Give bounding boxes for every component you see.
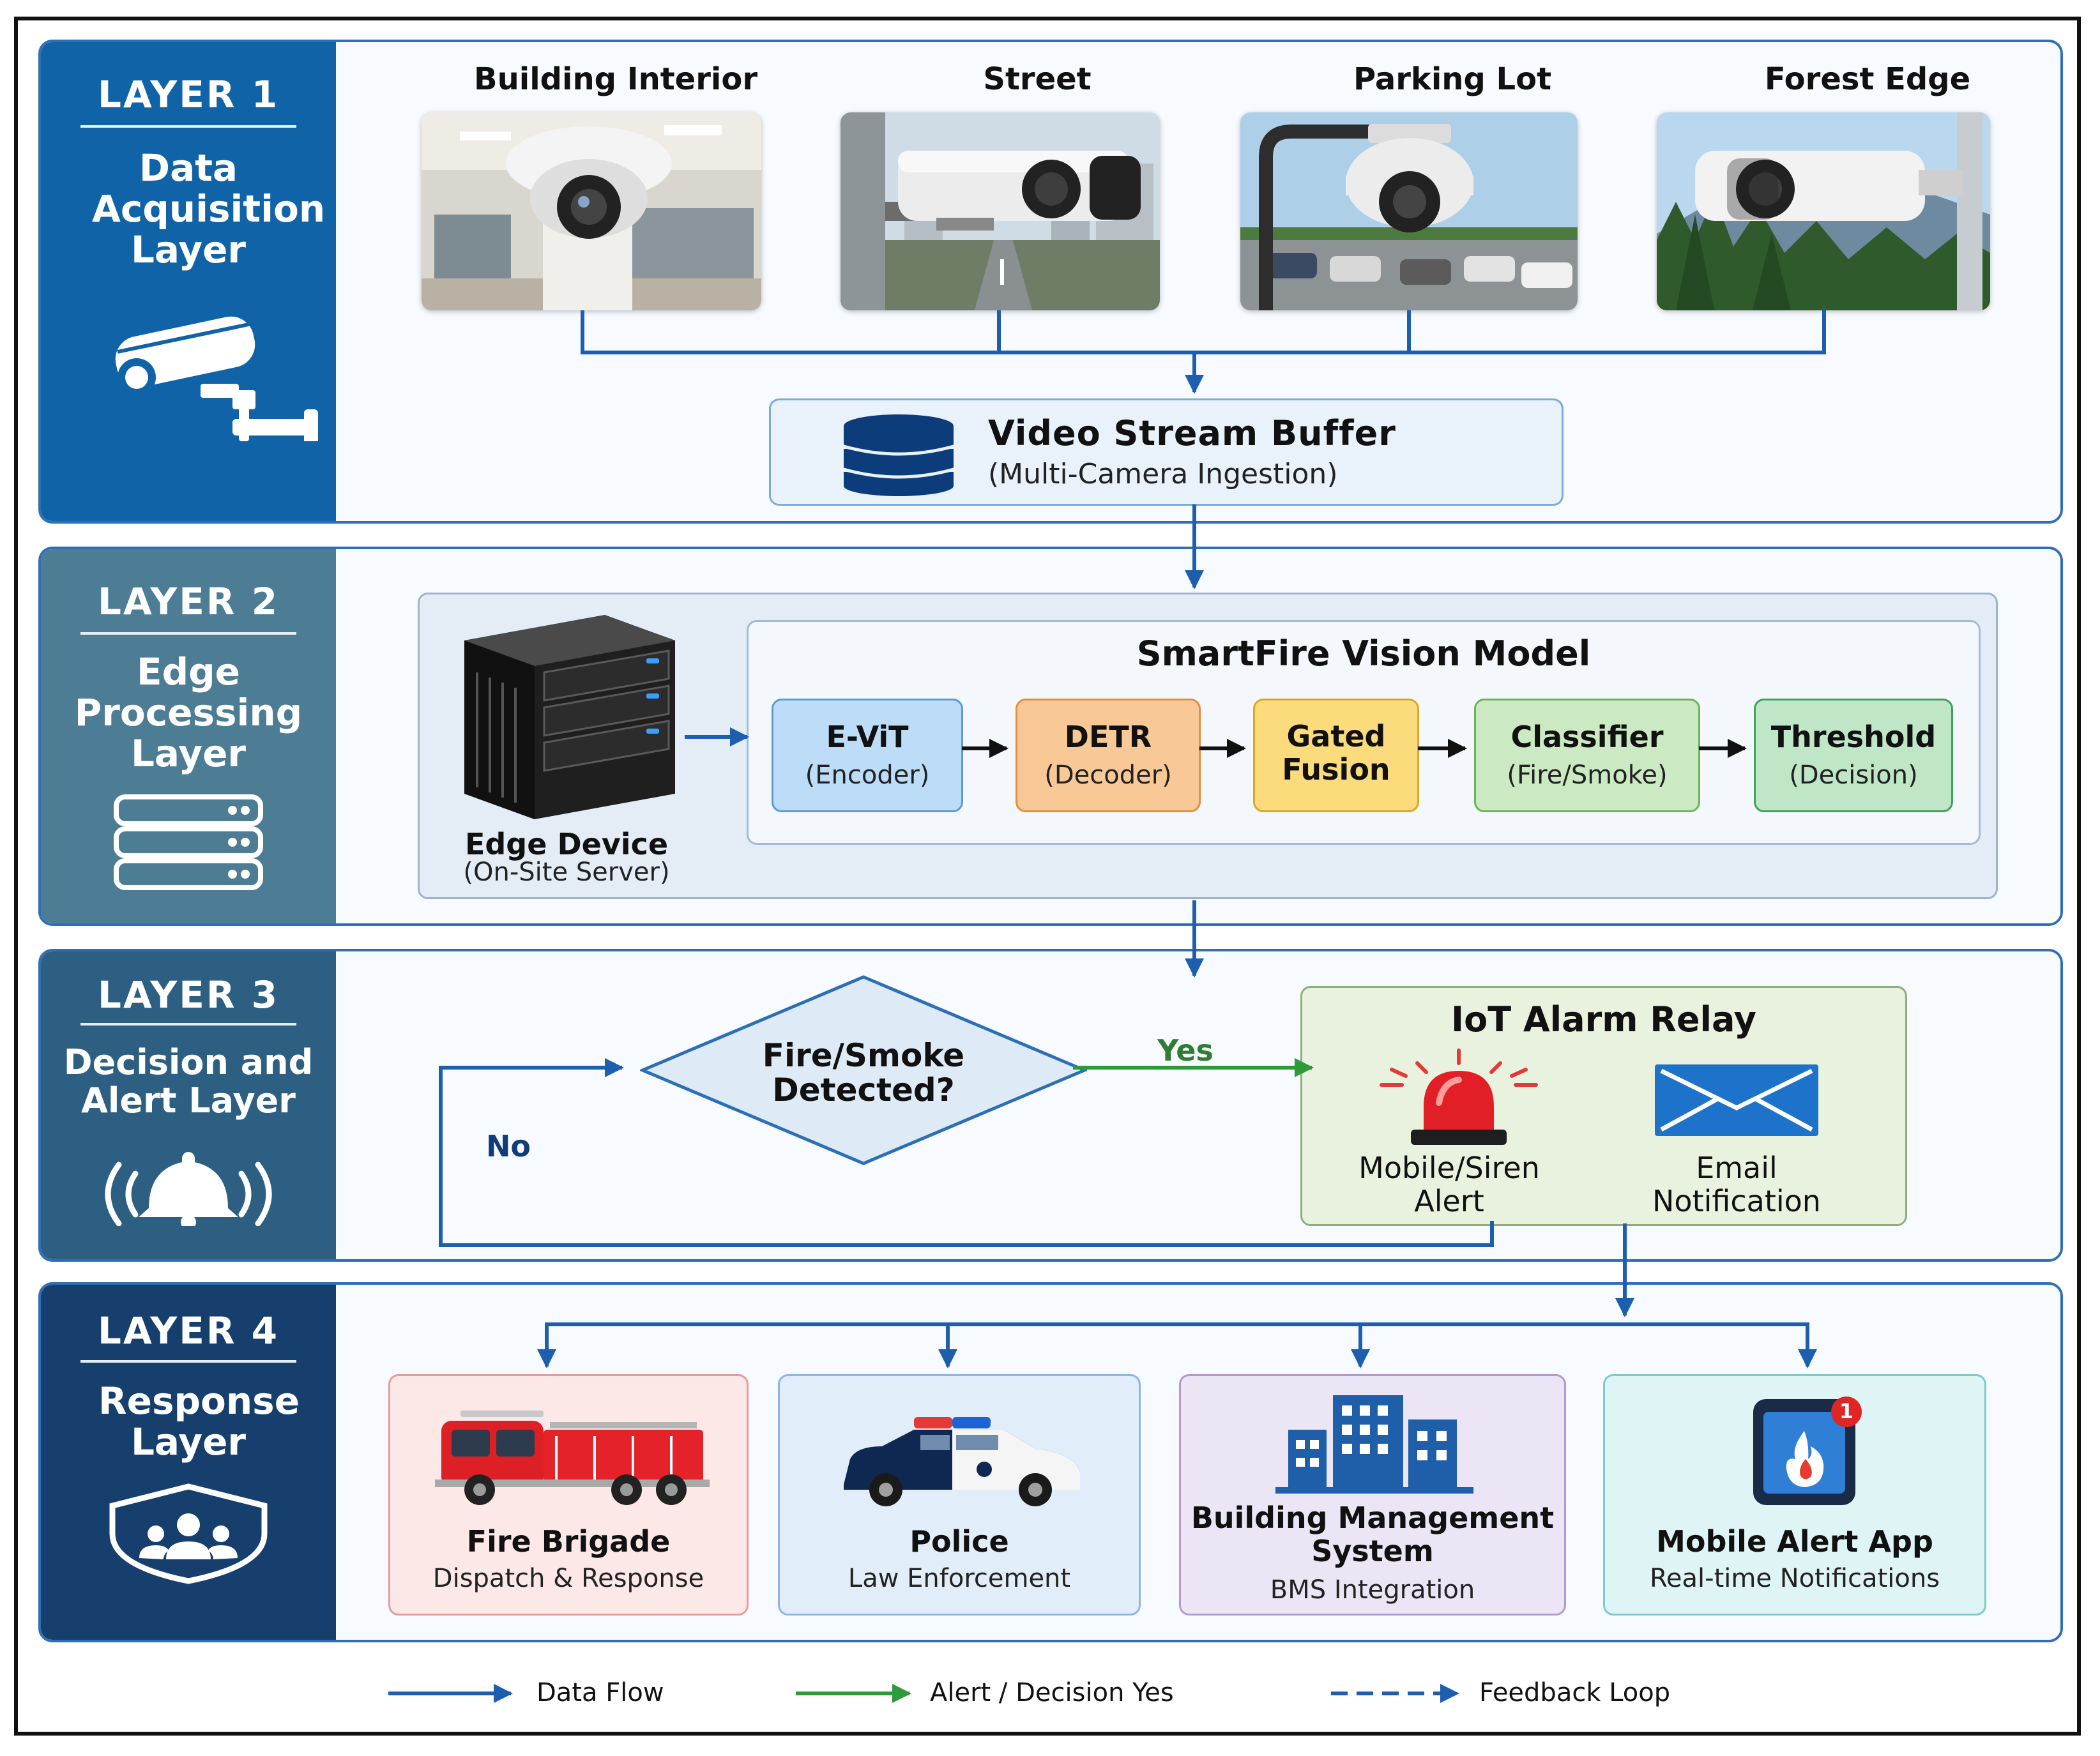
siren-icon: [1373, 1045, 1545, 1150]
camera-title-building-interior: Building Interior: [473, 61, 758, 97]
edge-device-subtitle: (On-Site Server): [463, 858, 670, 887]
responder-bms-card: Building Management System BMS Integrati…: [1179, 1374, 1566, 1616]
model-title: SmartFire Vision Model: [1136, 633, 1591, 674]
siren-alert-label-line-2: Alert: [1414, 1184, 1484, 1218]
stage-detr-title: DETR: [1064, 720, 1152, 754]
legend-data-flow-label: Data Flow: [536, 1678, 664, 1707]
siren-alert-label-line-1: Mobile/Siren: [1358, 1151, 1540, 1185]
stage-evit-title: E-ViT: [826, 720, 909, 754]
email-notification-label-line-2: Notification: [1652, 1184, 1821, 1218]
alarm-bell-icon: [41, 1143, 336, 1230]
layer-3-panel: LAYER 3 Decision and Alert Layer: [38, 949, 2063, 1262]
stage-gated-fusion-title: Gated Fusion: [1282, 719, 1390, 787]
layer-3-name: Decision and Alert Layer: [63, 1042, 314, 1121]
police-car-icon: [831, 1414, 1086, 1513]
outer-frame: [14, 17, 2081, 1736]
layer-2-sidebar: LAYER 2 Edge Processing Layer: [41, 549, 336, 923]
decision-question-line-2: Detected?: [772, 1071, 955, 1109]
bms-subtitle: BMS Integration: [1270, 1575, 1475, 1605]
building-interior-camera-image: [422, 112, 761, 310]
street-camera-image: [841, 112, 1160, 310]
stage-threshold-box: Threshold (Decision): [1754, 699, 1953, 812]
iot-alarm-relay-box: IoT Alarm Relay: [1300, 986, 1907, 1226]
layer-1-label: LAYER 1: [97, 73, 280, 116]
stage-detr-subtitle: (Decoder): [1044, 761, 1172, 790]
layer-1-name: Data Acquisition Layer: [92, 146, 326, 271]
bms-title: Building Management System: [1191, 1501, 1555, 1568]
fire-brigade-subtitle: Dispatch & Response: [432, 1564, 704, 1593]
email-envelope-icon: [1654, 1063, 1820, 1140]
layer-3-divider: [80, 1023, 296, 1026]
layer-4-sidebar: LAYER 4 Response Layer: [41, 1285, 336, 1640]
fire-truck-icon: [435, 1411, 710, 1509]
forest-edge-camera-image: [1657, 112, 1990, 310]
iot-title: IoT Alarm Relay: [1451, 999, 1756, 1040]
email-notification-label-line-1: Email: [1696, 1151, 1777, 1185]
stage-gated-fusion-box: Gated Fusion: [1253, 699, 1419, 812]
camera-title-street: Street: [983, 61, 1092, 97]
buffer-subtitle: (Multi-Camera Ingestion): [988, 458, 1338, 490]
stage-evit-box: E-ViT (Encoder): [772, 699, 963, 812]
parking-lot-camera-image: [1240, 112, 1578, 310]
decision-question-line-1: Fire/Smoke: [762, 1037, 965, 1074]
yes-label: Yes: [1157, 1033, 1214, 1068]
mobile-app-subtitle: Real-time Notifications: [1649, 1564, 1940, 1593]
team-shield-icon: [41, 1483, 336, 1587]
responder-fire-brigade-card: Fire Brigade Dispatch & Response: [388, 1374, 749, 1616]
layer-3-sidebar: LAYER 3 Decision and Alert Layer: [41, 951, 336, 1259]
layer-2-divider: [80, 632, 296, 635]
stage-classifier-subtitle: (Fire/Smoke): [1507, 761, 1668, 790]
security-camera-icon: [41, 307, 336, 446]
video-stream-buffer-box: Video Stream Buffer (Multi-Camera Ingest…: [769, 398, 1564, 506]
police-title: Police: [909, 1524, 1009, 1559]
layer-2-panel: LAYER 2 Edge Processing Layer: [38, 547, 2063, 926]
server-rack-icon: [41, 792, 336, 897]
stage-evit-subtitle: (Encoder): [805, 761, 930, 790]
fire-brigade-title: Fire Brigade: [466, 1524, 671, 1559]
email-notification-label: Email Notification: [1615, 1151, 1858, 1218]
decision-question: Fire/Smoke Detected?: [704, 1038, 1023, 1107]
siren-alert-label: Mobile/Siren Alert: [1328, 1151, 1571, 1218]
buffer-title: Video Stream Buffer: [988, 413, 1396, 453]
layer-2-label: LAYER 2: [97, 580, 280, 623]
stage-classifier-box: Classifier (Fire/Smoke): [1474, 699, 1700, 812]
stage-detr-box: DETR (Decoder): [1016, 699, 1201, 812]
layer-4-name: Response Layer: [98, 1379, 300, 1464]
camera-title-parking-lot: Parking Lot: [1353, 61, 1552, 97]
phone-fire-icon: [1747, 1393, 1868, 1510]
legend-alert-label: Alert / Decision Yes: [930, 1678, 1174, 1707]
layer-1-divider: [80, 125, 296, 128]
layer-3-label: LAYER 3: [97, 973, 280, 1017]
legend-feedback-label: Feedback Loop: [1479, 1678, 1671, 1707]
layer-2-name: Edge Processing Layer: [74, 650, 303, 775]
database-icon: [841, 413, 956, 499]
layer-4-label: LAYER 4: [97, 1309, 280, 1352]
stage-classifier-title: Classifier: [1510, 720, 1664, 754]
edge-processing-container: Edge Device (On-Site Server) SmartFire V…: [418, 593, 1998, 899]
edge-server-icon: [439, 602, 694, 828]
stage-threshold-subtitle: (Decision): [1789, 761, 1918, 790]
responder-mobile-app-card: 1 Mobile Alert App Real-time Notificatio…: [1603, 1374, 1986, 1616]
building-icon: [1275, 1391, 1473, 1496]
stage-threshold-title: Threshold: [1770, 720, 1936, 754]
notification-badge: 1: [1839, 1399, 1854, 1423]
smartfire-model-box: SmartFire Vision Model E-ViT (Encoder) D…: [747, 620, 1981, 845]
layer-1-panel: LAYER 1 Data Acquisition Layer: [38, 40, 2063, 524]
layer-4-panel: LAYER 4 Response Layer: [38, 1282, 2063, 1642]
layer-4-divider: [80, 1360, 296, 1363]
edge-device-title: Edge Device: [464, 827, 669, 861]
no-label: No: [485, 1129, 531, 1163]
mobile-app-title: Mobile Alert App: [1656, 1524, 1933, 1559]
police-subtitle: Law Enforcement: [848, 1564, 1071, 1593]
layer-1-sidebar: LAYER 1 Data Acquisition Layer: [41, 42, 336, 521]
responder-police-card: Police Law Enforcement: [778, 1374, 1141, 1616]
camera-title-forest-edge: Forest Edge: [1764, 61, 1971, 97]
